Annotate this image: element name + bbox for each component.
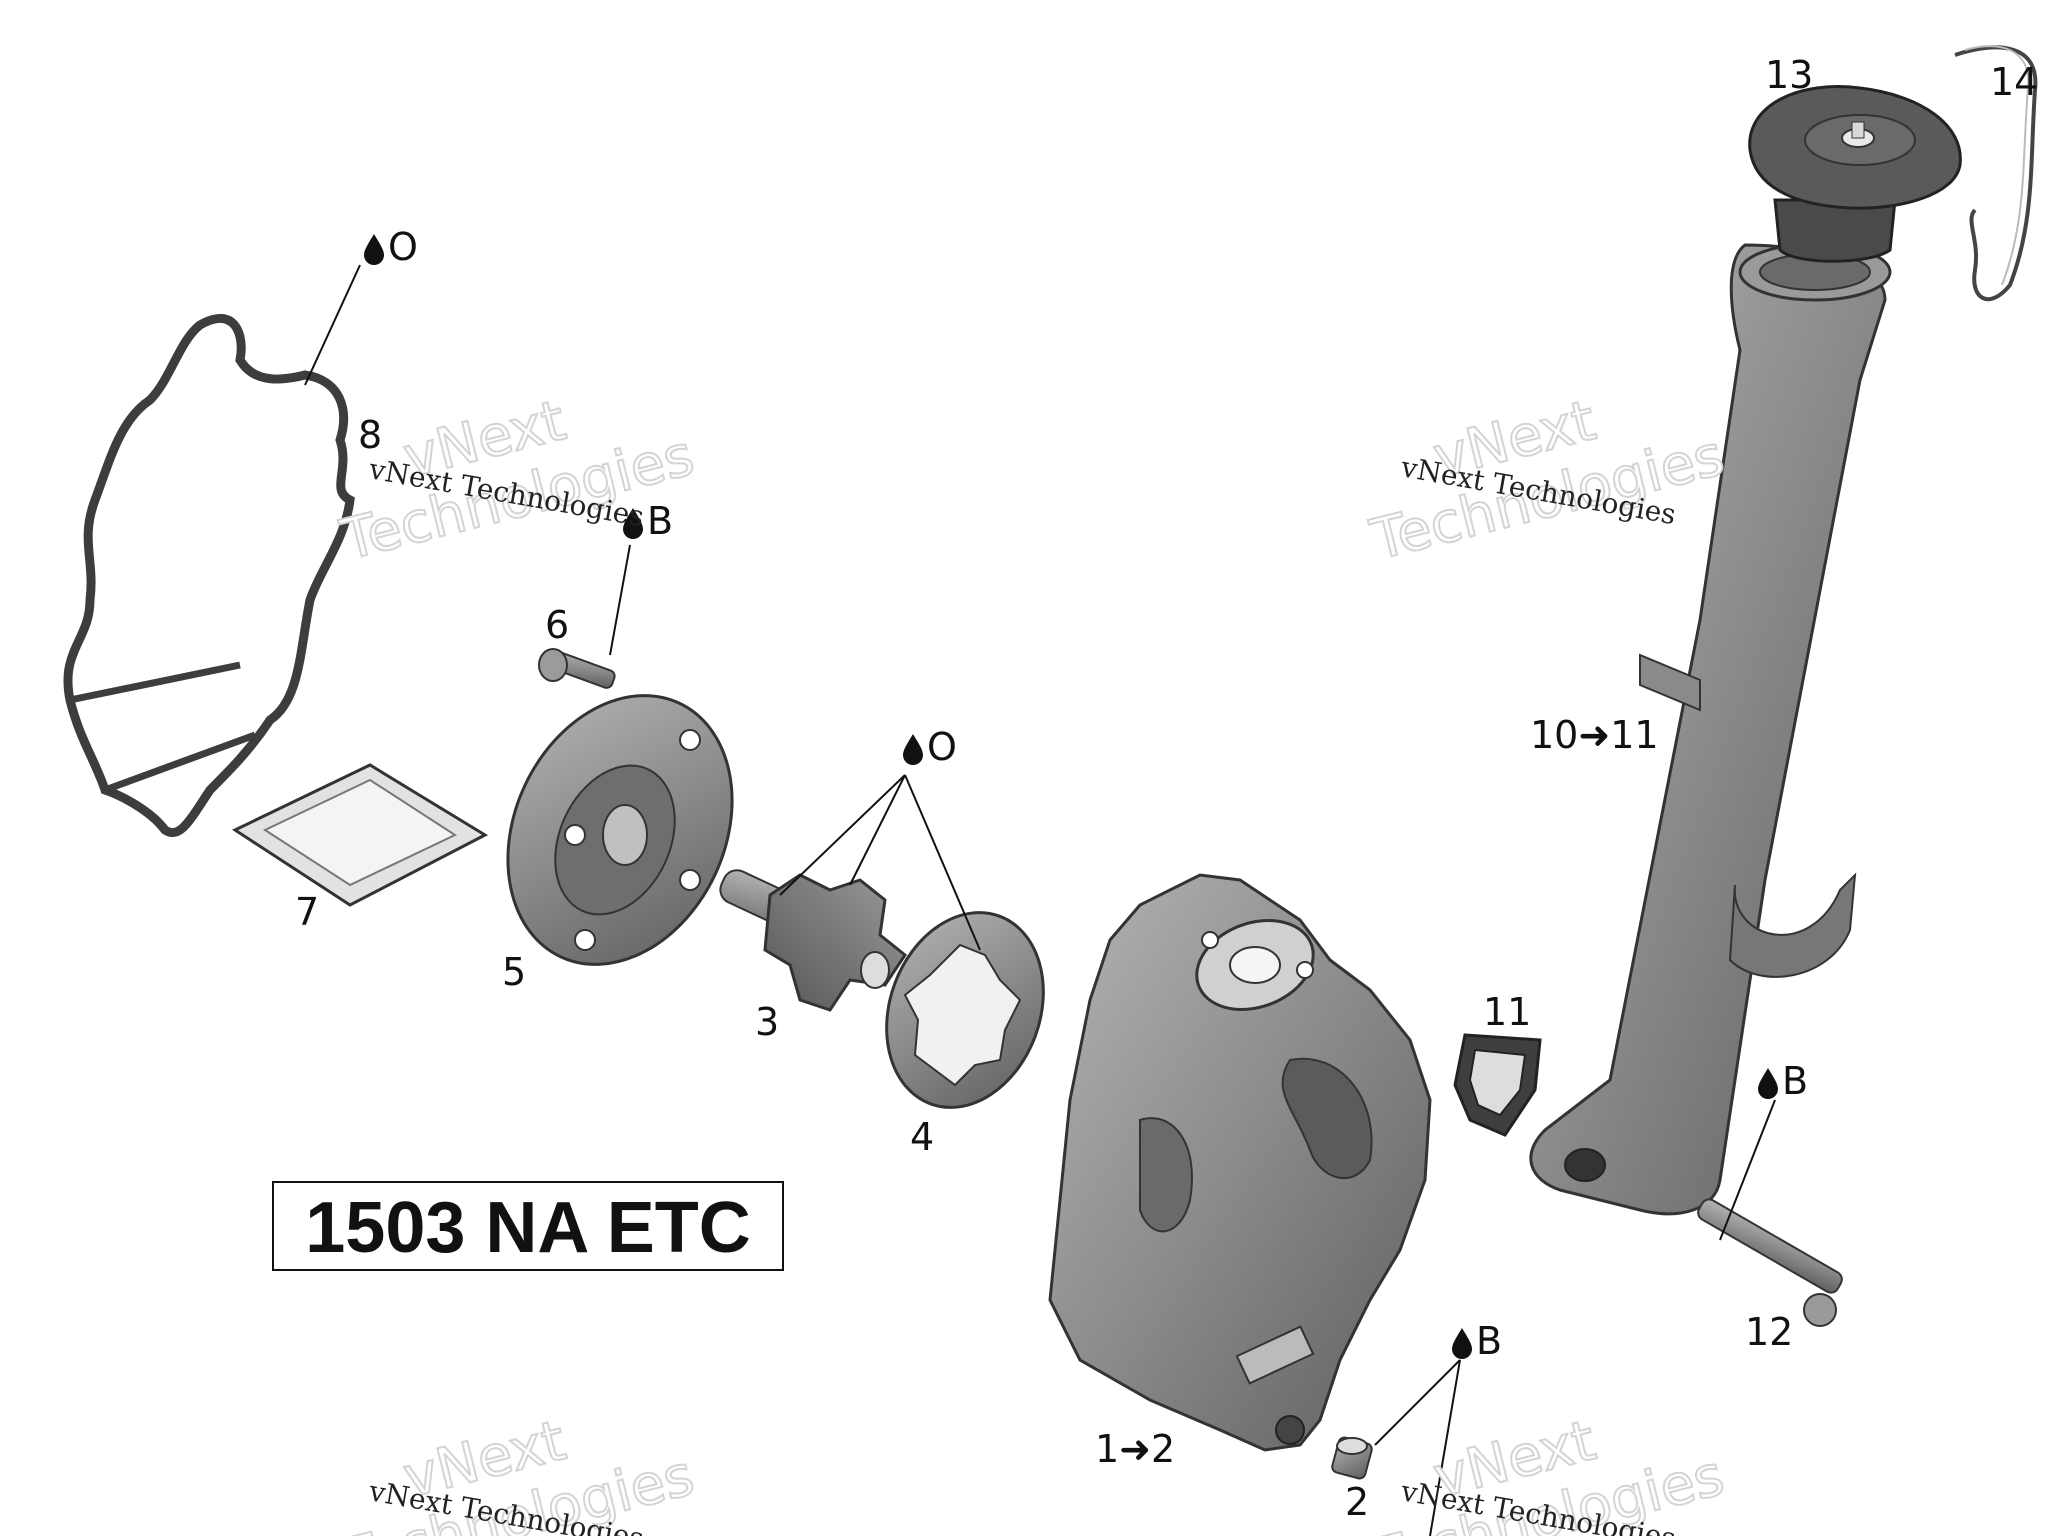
pump-plate-5 (506, 694, 734, 966)
callout-1: 1➜2 (1095, 1427, 1175, 1471)
callout-8: 8 (358, 413, 382, 457)
inner-rotor-3 (719, 869, 908, 1012)
oil-drop-icon (903, 734, 923, 765)
lube-marker-gasket: O (364, 225, 418, 269)
callout-14: 14 (1990, 60, 2038, 104)
svg-text:B: B (1782, 1059, 1808, 1103)
seal-11 (1453, 1033, 1542, 1137)
screw-6 (538, 648, 616, 689)
oil-drop-icon (1452, 1328, 1472, 1359)
svg-text:O: O (388, 225, 418, 269)
callout-6: 6 (545, 603, 569, 647)
svg-text:B: B (1476, 1319, 1502, 1363)
callout-4: 4 (910, 1115, 934, 1159)
svg-text:B: B (647, 499, 673, 543)
callout-2: 2 (1345, 1480, 1369, 1524)
oil-drop-icon (364, 234, 384, 265)
model-label-box: 1503 NA ETC (272, 1181, 784, 1271)
lubricant-markers: O B O B B (364, 225, 1808, 1363)
callout-5: 5 (502, 950, 526, 994)
svg-text:O: O (927, 725, 957, 769)
callouts: 8 6 7 5 3 4 1➜2 2 11 10➜11 12 13 14 (295, 53, 2038, 1524)
outer-rotor-4 (885, 911, 1045, 1109)
leader-lines (304, 264, 1776, 1536)
plate-7 (231, 763, 489, 907)
gasket-8 (63, 314, 355, 837)
oil-drop-icon (1758, 1068, 1778, 1099)
lube-marker-screw-6: B (623, 499, 673, 543)
lube-marker-bottom: B (1452, 1319, 1502, 1363)
callout-7: 7 (295, 890, 319, 934)
filler-tube-10 (1529, 242, 1892, 1216)
callout-12: 12 (1745, 1310, 1793, 1354)
model-label-text: 1503 NA ETC (305, 1188, 751, 1268)
callout-3: 3 (755, 1000, 779, 1044)
callout-11: 11 (1483, 990, 1531, 1034)
tether-14 (1954, 45, 2038, 302)
lube-marker-gears: O (903, 725, 957, 769)
callout-13: 13 (1765, 53, 1813, 97)
lube-marker-screw-12: B (1758, 1059, 1808, 1103)
pump-housing-1 (1048, 873, 1432, 1452)
filler-cap-13 (1748, 85, 1962, 263)
screw-12 (1697, 1198, 1843, 1327)
callout-10: 10➜11 (1530, 713, 1659, 757)
dowel-2 (1331, 1436, 1373, 1480)
